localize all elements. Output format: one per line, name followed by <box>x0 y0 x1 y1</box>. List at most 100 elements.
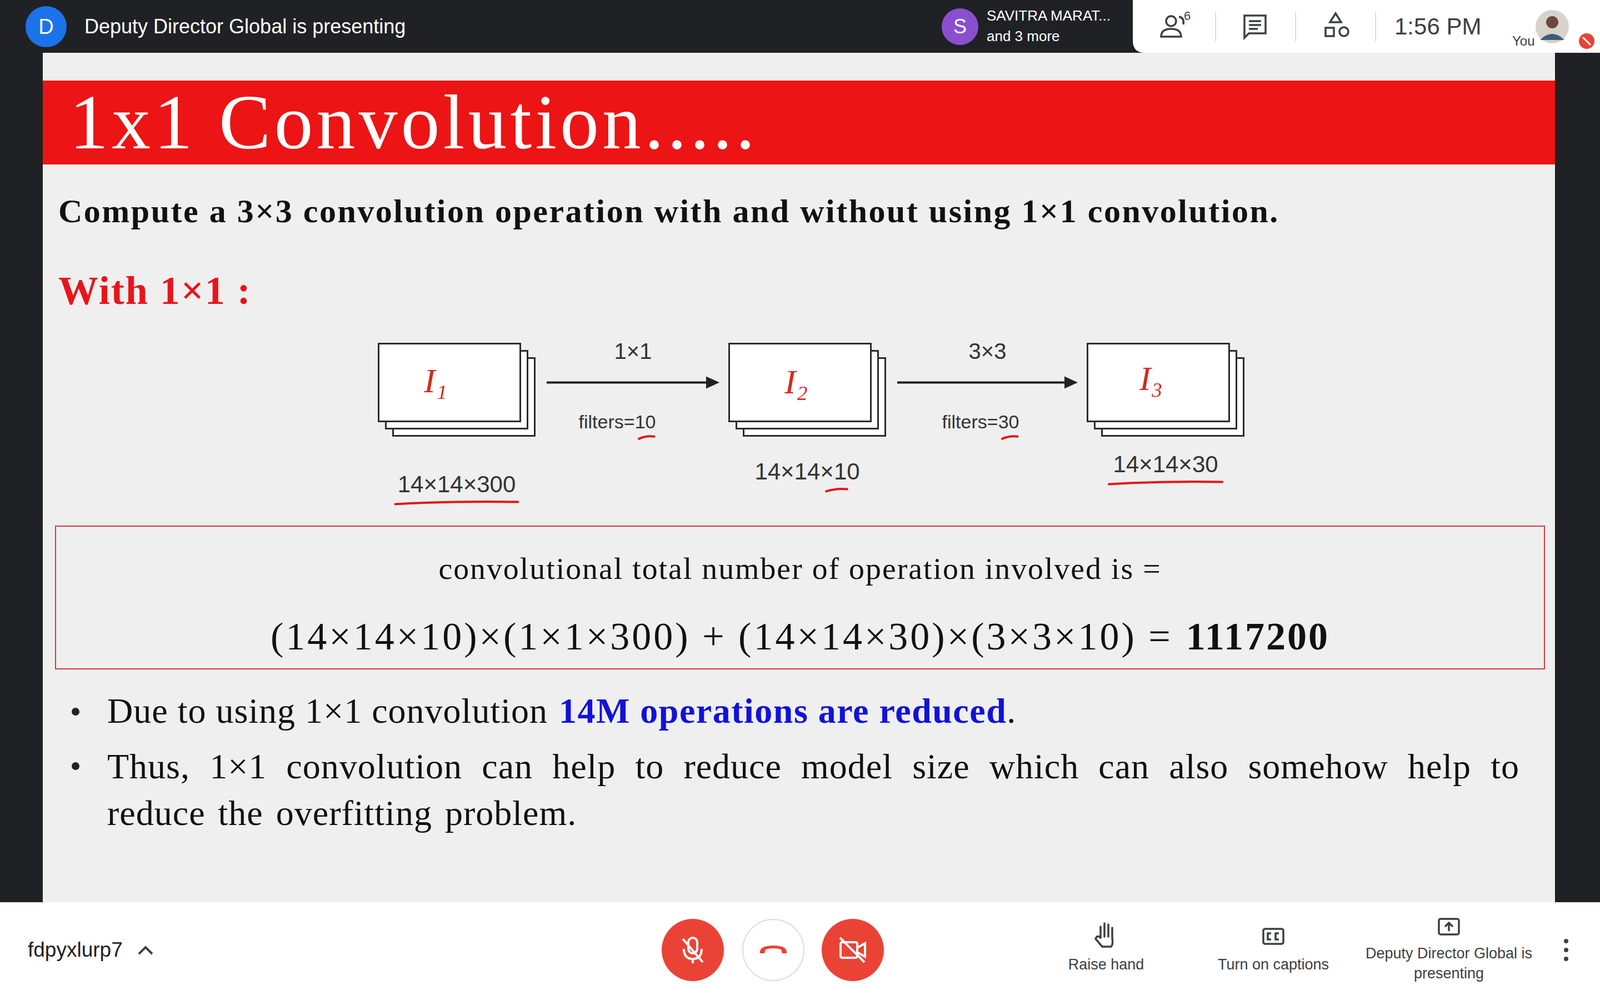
muted-badge <box>1582 37 1591 45</box>
people-count: 6 <box>1183 8 1191 24</box>
panel-divider <box>1375 12 1377 42</box>
formula-row: (14×14×10)×(1×1×300) + (14×14×30)×(3×3×1… <box>56 613 1544 660</box>
activities-icon <box>1325 13 1349 37</box>
self-avatar <box>1540 33 1565 40</box>
flow-arrow <box>546 376 720 389</box>
present-icon <box>1438 918 1459 935</box>
clock: 1:56 PM <box>1394 12 1482 41</box>
bullet-text: . <box>1006 690 1016 733</box>
people-icon <box>1161 28 1182 37</box>
camera-off-button <box>821 918 884 982</box>
toolbar-label: Turn on captions <box>1217 955 1329 974</box>
kernel-size: 3×3 <box>968 337 1007 365</box>
feature-map-layer <box>377 342 522 423</box>
kernel-size: 1×1 <box>614 337 653 365</box>
hang-up-button <box>760 945 787 954</box>
highlight-text: 14M operations are reduced <box>558 690 1007 733</box>
chat-icon <box>1244 15 1266 38</box>
avatar-letter: D <box>25 6 67 48</box>
annotation-mark <box>395 501 518 505</box>
section-heading: With 1×1 : <box>58 266 252 315</box>
slide-background <box>42 52 1555 903</box>
raise-hand-icon <box>1095 923 1113 947</box>
activities-icon <box>1339 27 1349 37</box>
bullet-text: Due to using 1×1 convolution <box>107 690 548 733</box>
arrow-line <box>546 381 708 384</box>
handwritten-symbol: I₂ <box>784 361 808 403</box>
tensor-shape: 14×14×300 <box>397 470 517 499</box>
chevron-up <box>138 947 153 954</box>
annotation-mark <box>638 436 655 439</box>
self-label: You <box>1512 33 1535 50</box>
more-options-icon <box>1563 938 1569 944</box>
captions-icon <box>1263 928 1284 944</box>
raise-hand-icon <box>1100 923 1113 938</box>
bullet-dot <box>71 707 80 770</box>
panel-divider <box>1215 12 1217 42</box>
slide-title: 1x1 Convolution..... <box>69 75 759 169</box>
bottom-bar <box>0 902 1600 1000</box>
filter-count: filters=30 <box>942 410 1020 434</box>
chat-icon <box>1248 23 1262 27</box>
formula-heading: convolutional total number of operation … <box>56 550 1544 588</box>
arrow-line <box>897 381 1066 384</box>
annotation-mark <box>1108 481 1223 485</box>
raise-hand-icon <box>1095 936 1113 947</box>
mic-off-button <box>661 918 724 982</box>
avatar-letter: S <box>941 8 979 45</box>
bullet-text: Thus, 1×1 convolution can help to reduce… <box>107 743 1520 837</box>
formula-expression: (14×14×10)×(1×1×300) + (14×14×30)×(3×3×1… <box>270 613 1173 660</box>
mic-off-button <box>691 958 694 964</box>
formula-box: convolutional total number of operation … <box>55 525 1545 670</box>
tensor-shape: 14×14×10 <box>754 457 860 486</box>
people-icon <box>1166 16 1177 27</box>
participant-count: and 3 more <box>986 27 1060 45</box>
more-options-icon <box>1563 938 1569 962</box>
captions-icon <box>1263 928 1284 944</box>
toolbar-label: Raise hand <box>1068 955 1145 974</box>
panel-divider <box>1295 12 1297 42</box>
handwritten-symbol: I₁ <box>423 360 448 402</box>
handwritten-symbol: I₃ <box>1139 357 1163 399</box>
chevron-up <box>138 947 153 954</box>
bullet-dot <box>71 707 80 716</box>
activities-icon <box>1325 27 1334 37</box>
chat-icon <box>1244 15 1266 38</box>
more-options-icon <box>1563 947 1569 953</box>
people-icon <box>1178 16 1184 25</box>
camera-off-button <box>821 918 884 982</box>
annotation-mark <box>826 488 848 492</box>
present-icon <box>1438 918 1459 935</box>
toolbar-label: Deputy Director Global is presenting <box>1357 943 1541 984</box>
top-panel <box>1132 0 1600 53</box>
slide-background <box>42 52 1555 903</box>
bullet-dot <box>71 762 80 770</box>
formula-result: 1117200 <box>1186 613 1330 660</box>
hang-up-button <box>742 919 804 981</box>
self-avatar <box>1546 16 1559 29</box>
chat-icon <box>1248 20 1262 23</box>
participant-name: SAVITRA MARAT... <box>986 7 1111 25</box>
mic-off-button <box>682 938 703 963</box>
feature-map-stack: I₂14×14×10 <box>728 342 887 437</box>
self-avatar <box>1535 10 1569 44</box>
panel-divider <box>1215 12 1376 42</box>
muted-badge <box>1578 33 1595 49</box>
camera-off-button <box>840 937 865 963</box>
flow-arrow <box>897 376 1078 389</box>
self-avatar <box>1535 10 1569 44</box>
activities-icon <box>1330 13 1342 23</box>
bullet-line: Due to using 1×1 convolution14M operatio… <box>107 690 1016 733</box>
slide-subtitle: Compute a 3×3 convolution operation with… <box>58 191 1280 232</box>
chat-icon <box>1248 27 1258 30</box>
captions-icon <box>1267 933 1272 940</box>
captions-icon <box>1275 933 1279 940</box>
mic-off-button <box>661 918 724 982</box>
present-icon <box>1445 922 1453 932</box>
presenter-banner: Deputy Director Global is presenting <box>84 14 406 39</box>
hang-up-button <box>742 919 804 981</box>
arrow-head <box>706 376 720 389</box>
bottom-bar <box>0 902 1600 1000</box>
